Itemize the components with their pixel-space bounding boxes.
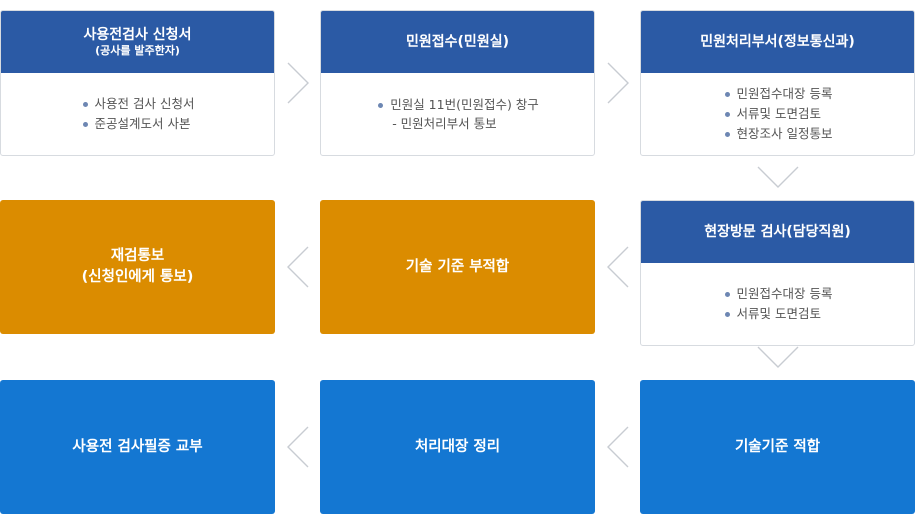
chevron-left-icon <box>607 246 629 288</box>
chevron-right-icon <box>287 62 309 104</box>
step-processing-dept-header: 민원처리부서(정보통신과) <box>641 11 914 73</box>
chevron-left-icon <box>607 426 629 468</box>
list-item: 민원접수대장 등록 <box>723 284 832 304</box>
chevron-left-icon <box>287 426 309 468</box>
step-reinspection-line1: 재검통보 <box>110 248 165 264</box>
step-reception-title: 민원접수(민원실) <box>406 34 509 50</box>
step-reception-note: - 민원처리부서 통보 <box>392 116 497 131</box>
step-compliant-label: 기술기준 적합 <box>734 438 821 455</box>
step-reinspection-line2: (신청인에게 통보) <box>81 269 194 285</box>
step-application-card: 사용전검사 신청서 (공사를 발주한자) 사용전 검사 신청서 준공설계도서 사… <box>0 10 275 156</box>
chevron-down-icon <box>757 166 799 188</box>
step-site-visit-card: 현장방문 검사(담당직원) 민원접수대장 등록 서류및 도면검토 <box>640 200 915 346</box>
list-item: 민원실 11번(민원접수) 창구 <box>376 95 539 115</box>
step-application-header: 사용전검사 신청서 (공사를 발주한자) <box>1 11 274 73</box>
list-item: 현장조사 일정통보 <box>723 124 832 144</box>
step-reinspection-box: 재검통보 (신청인에게 통보) <box>0 200 275 334</box>
step-not-compliant-label: 기술 기준 부적합 <box>405 258 510 275</box>
step-ledger-box: 처리대장 정리 <box>320 380 595 514</box>
step-application-subtitle: (공사를 발주한자) <box>95 44 180 57</box>
step-not-compliant-box: 기술 기준 부적합 <box>320 200 595 334</box>
step-compliant-box: 기술기준 적합 <box>640 380 915 514</box>
step-certificate-box: 사용전 검사필증 교부 <box>0 380 275 514</box>
step-reception-body: 민원실 11번(민원접수) 창구 - 민원처리부서 통보 <box>321 73 594 155</box>
chevron-left-icon <box>287 246 309 288</box>
step-reception-card: 민원접수(민원실) 민원실 11번(민원접수) 창구 - 민원처리부서 통보 <box>320 10 595 156</box>
step-application-body: 사용전 검사 신청서 준공설계도서 사본 <box>1 73 274 155</box>
step-site-visit-header: 현장방문 검사(담당직원) <box>641 201 914 263</box>
list-item: 민원접수대장 등록 <box>723 84 832 104</box>
step-ledger-label: 처리대장 정리 <box>414 438 501 455</box>
step-site-visit-list: 민원접수대장 등록 서류및 도면검토 <box>723 284 833 324</box>
step-application-list: 사용전 검사 신청서 준공설계도서 사본 <box>81 94 195 134</box>
step-processing-dept-card: 민원처리부서(정보통신과) 민원접수대장 등록 서류및 도면검토 현장조사 일정… <box>640 10 915 156</box>
list-item: 준공설계도서 사본 <box>81 114 195 134</box>
list-item: 사용전 검사 신청서 <box>81 94 194 114</box>
step-site-visit-body: 민원접수대장 등록 서류및 도면검토 <box>641 263 914 345</box>
chevron-down-icon <box>757 346 799 368</box>
step-site-visit-title: 현장방문 검사(담당직원) <box>704 224 851 240</box>
step-reception-list: 민원실 11번(민원접수) 창구 <box>376 95 539 115</box>
step-certificate-label: 사용전 검사필증 교부 <box>72 438 203 455</box>
step-application-title: 사용전검사 신청서 <box>83 27 192 43</box>
list-item: 서류및 도면검토 <box>723 304 833 324</box>
step-processing-dept-title: 민원처리부서(정보통신과) <box>700 34 855 50</box>
list-item: 서류및 도면검토 <box>723 104 833 124</box>
chevron-right-icon <box>607 62 629 104</box>
step-processing-dept-body: 민원접수대장 등록 서류및 도면검토 현장조사 일정통보 <box>641 73 914 155</box>
step-processing-dept-list: 민원접수대장 등록 서류및 도면검토 현장조사 일정통보 <box>723 84 833 144</box>
step-reception-header: 민원접수(민원실) <box>321 11 594 73</box>
